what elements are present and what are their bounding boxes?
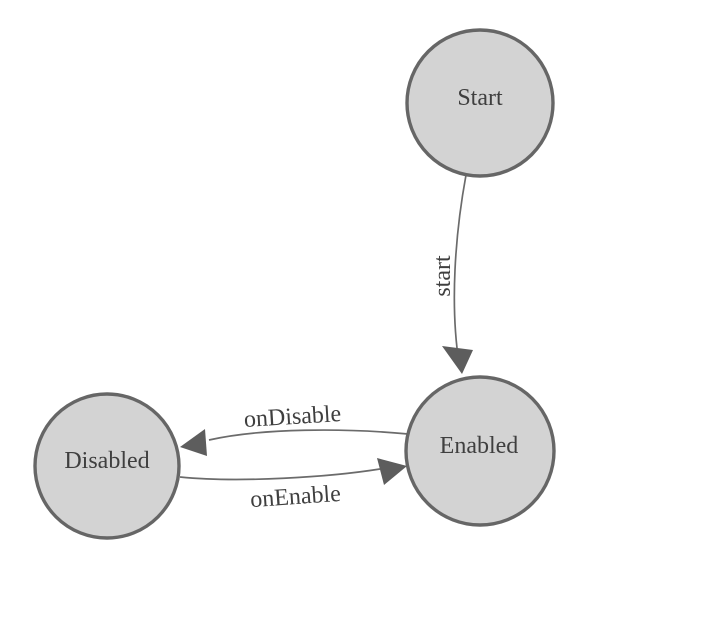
node-disabled[interactable]: Disabled (33, 392, 181, 540)
edge-on-disable-line (208, 429, 409, 441)
edge-start-transition: start (430, 174, 473, 374)
edge-start-transition-arrowhead-icon (442, 346, 473, 374)
node-enabled[interactable]: Enabled (404, 375, 556, 527)
edge-on-disable: onDisable (180, 401, 409, 456)
node-enabled-circle[interactable] (404, 375, 556, 527)
edge-label-start: start (430, 255, 456, 297)
node-start-circle[interactable] (405, 28, 555, 178)
node-enabled-label: Enabled (440, 433, 519, 459)
edge-start-transition-line (453, 174, 467, 364)
node-disabled-circle[interactable] (33, 392, 181, 540)
edge-label-on-enable: onEnable (249, 481, 341, 513)
edge-on-enable-arrowhead-icon (377, 458, 407, 485)
node-start[interactable]: Start (405, 28, 555, 178)
edge-on-enable-line (179, 468, 381, 481)
edge-on-enable: onEnable (179, 458, 407, 513)
edge-on-disable-arrowhead-icon (180, 429, 207, 456)
node-disabled-label: Disabled (64, 448, 149, 474)
node-start-label: Start (457, 85, 503, 111)
edge-label-on-disable: onDisable (243, 401, 342, 433)
